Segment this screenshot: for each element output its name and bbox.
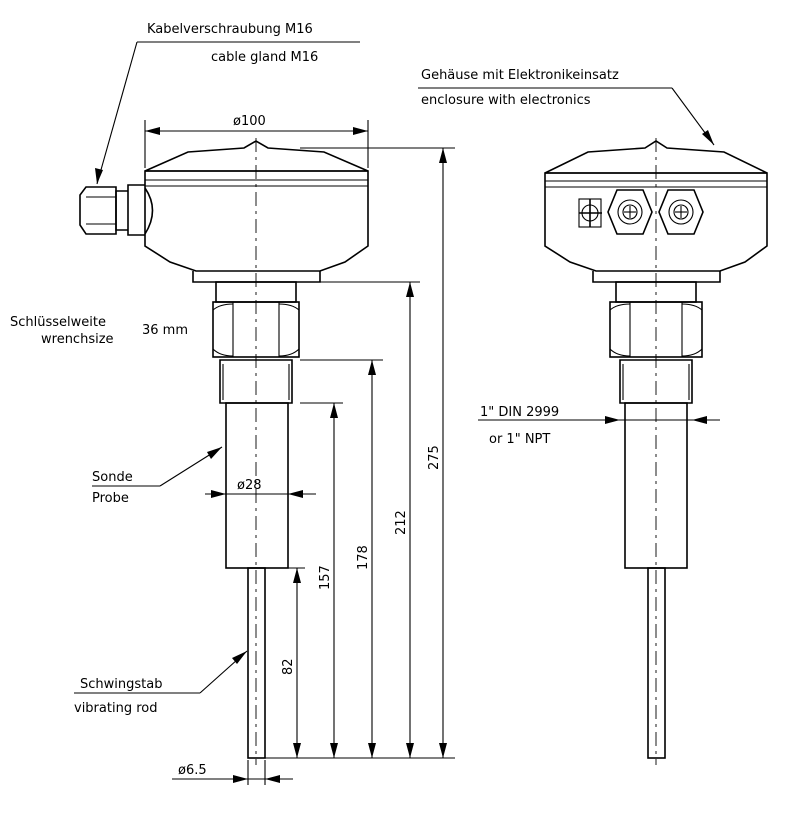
dim-275-label: 275	[427, 445, 442, 470]
dim-rod-diameter	[172, 760, 293, 785]
thread	[219, 359, 293, 404]
probe-diameter-label: ø28	[237, 478, 262, 493]
ground-screw-icon	[578, 198, 602, 228]
wrench-size-value: 36 mm	[142, 323, 188, 338]
dim-housing-diameter	[144, 120, 369, 168]
dim-157-label: 157	[318, 565, 333, 590]
probe-label-de: Sonde	[92, 470, 133, 485]
right-view	[544, 138, 768, 765]
leader-lines	[74, 41, 715, 694]
housing-bottom-rim	[192, 271, 321, 283]
rod-label-de: Schwingstab	[80, 677, 162, 692]
wrench-label-en: wrenchsize	[41, 332, 114, 347]
dim-probe-diameter	[205, 490, 316, 498]
enclosure-label-de: Gehäuse mit Elektronikeinsatz	[421, 68, 619, 83]
right-housing-lid	[544, 140, 768, 174]
enclosure-label-en: enclosure with electronics	[421, 93, 591, 108]
housing-diameter-label: ø100	[233, 114, 266, 129]
dim-thread	[478, 416, 720, 424]
thread-label-1: 1" DIN 2999	[480, 405, 559, 420]
housing-lid	[144, 140, 369, 172]
right-vibrating-rod	[647, 567, 666, 759]
dim-82-label: 82	[281, 658, 296, 675]
thread-label-2: or 1" NPT	[489, 432, 550, 447]
wrench-label-de: Schlüsselweite	[10, 315, 106, 330]
dim-178-label: 178	[356, 545, 371, 570]
dim-vertical-lines	[248, 147, 455, 759]
cable-gland	[79, 184, 154, 236]
cable-gland-label-en: cable gland M16	[211, 50, 318, 65]
cable-gland-front-2	[658, 189, 704, 235]
right-thread	[619, 359, 693, 404]
cable-gland-label-de: Kabelverschraubung M16	[147, 22, 313, 37]
vibrating-rod	[247, 567, 266, 759]
dim-212-label: 212	[394, 510, 409, 535]
cable-gland-front-1	[607, 189, 653, 235]
probe-label-en: Probe	[92, 491, 129, 506]
rod-diameter-label: ø6.5	[178, 763, 207, 778]
rod-label-en: vibrating rod	[74, 701, 157, 716]
left-view	[79, 138, 369, 765]
